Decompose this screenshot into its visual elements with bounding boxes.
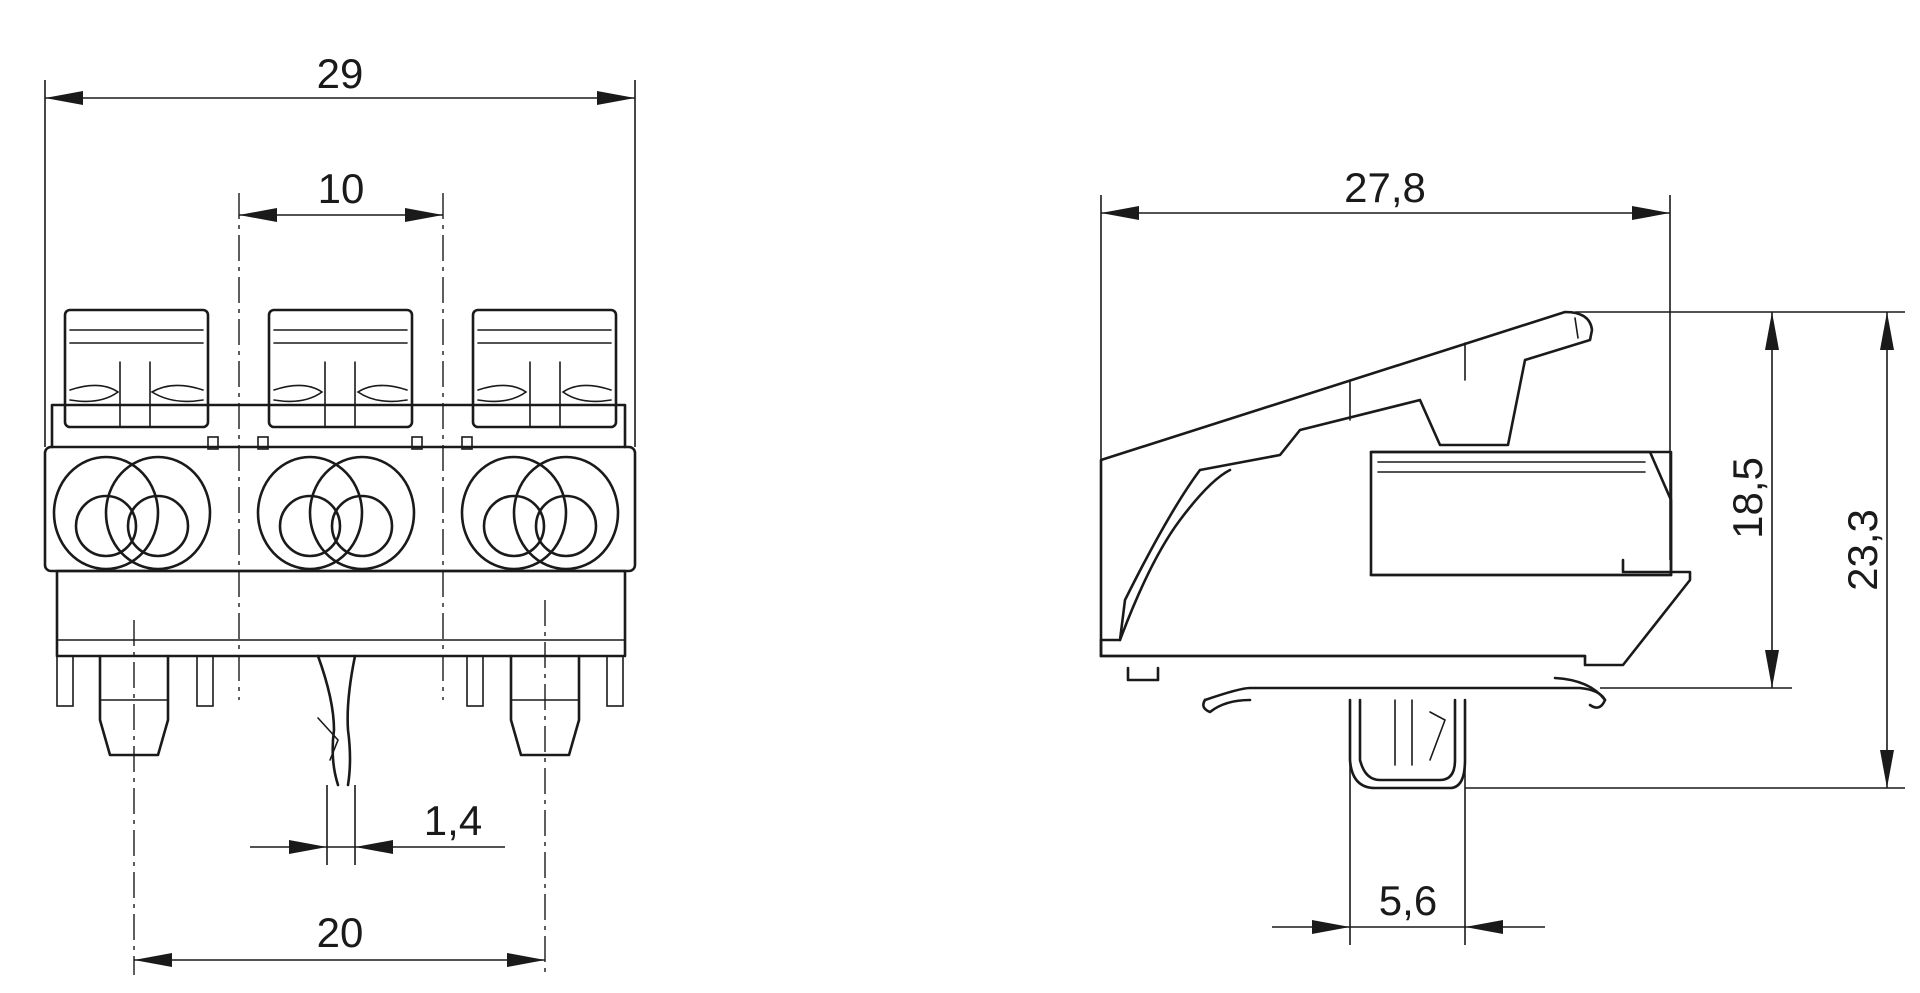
wire-entry-2: [256, 455, 416, 571]
wire-entry-3: [460, 455, 620, 571]
wire-entry-1: [52, 455, 212, 571]
front-view: 29 10 1,4 20: [43, 50, 637, 975]
dim-pin-spacing: 20: [317, 909, 364, 956]
side-pin: [1348, 698, 1467, 790]
lever-1: [63, 308, 210, 429]
lever-3: [471, 308, 618, 429]
dim-overall-width: 29: [317, 50, 364, 97]
front-body-lower: [55, 569, 627, 658]
dim-pitch: 10: [318, 165, 365, 212]
side-lever: [1099, 310, 1594, 642]
dim-height-total: 23,3: [1839, 509, 1886, 591]
side-view: 27,8 18,5 23,3 5,6: [1099, 164, 1905, 945]
dim-depth: 27,8: [1344, 164, 1426, 211]
dim-height-body: 18,5: [1724, 457, 1771, 539]
lever-2: [267, 308, 414, 429]
dim-pin-width: 1,4: [424, 797, 482, 844]
dim-pin-length: 5,6: [1379, 877, 1437, 924]
side-window: [1369, 450, 1673, 577]
